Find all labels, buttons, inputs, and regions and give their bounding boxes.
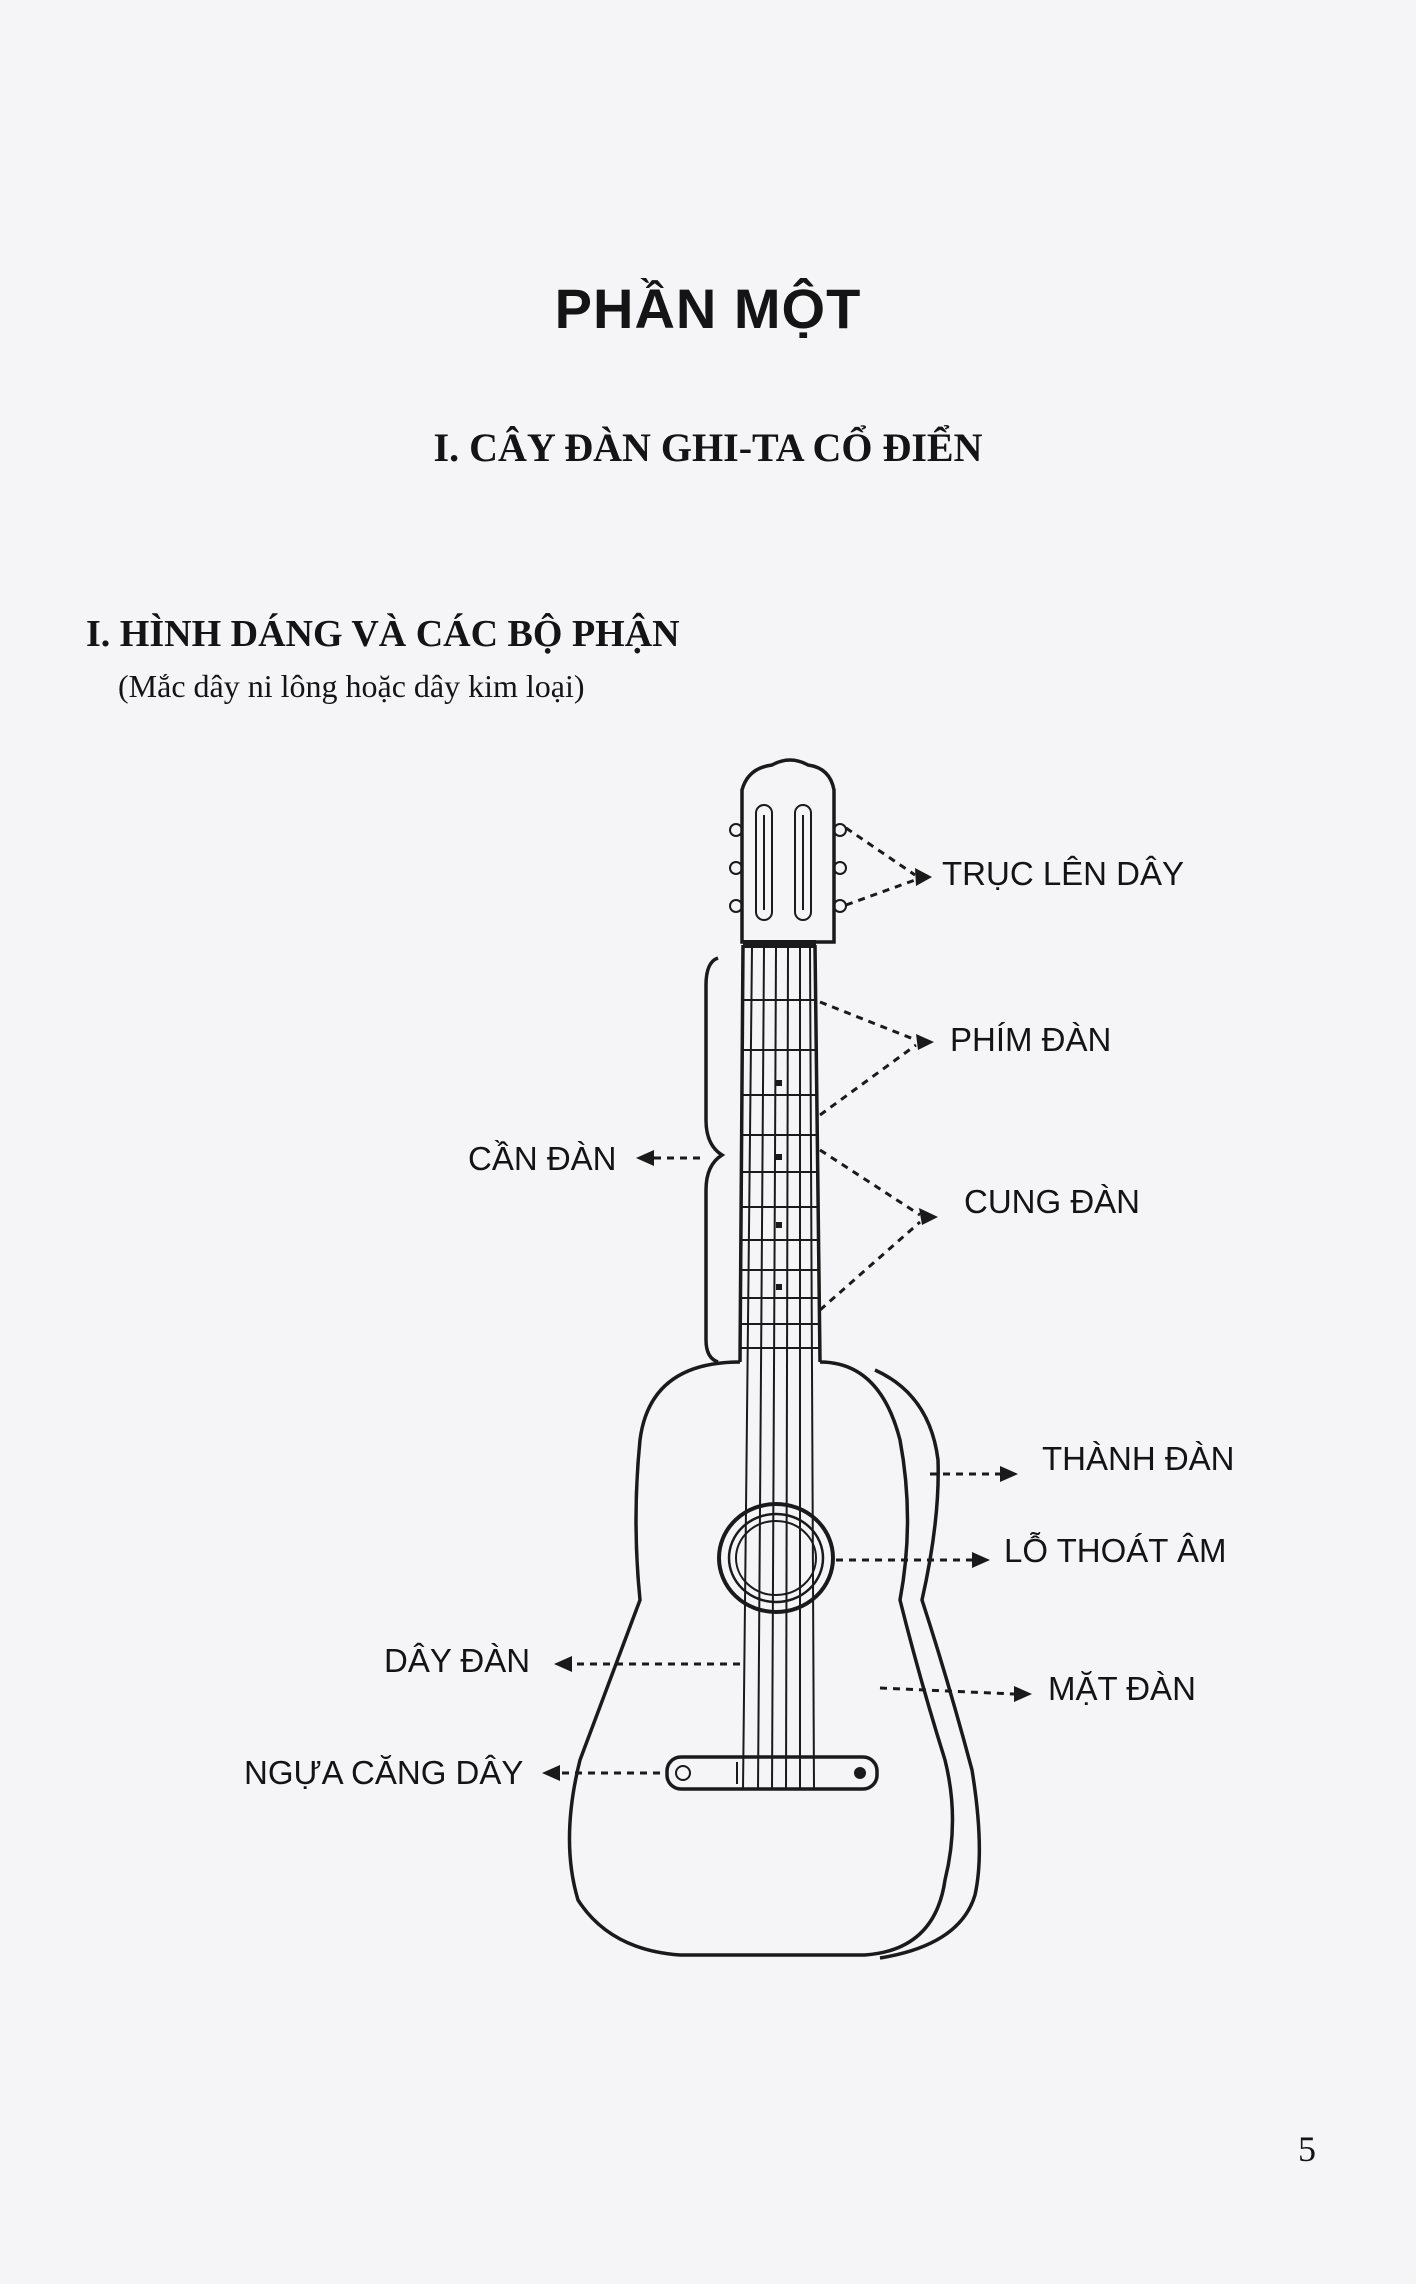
guitar-headstock (729, 758, 847, 944)
label-strings: DÂY ĐÀN (384, 1642, 530, 1679)
bridge (665, 1755, 879, 1791)
guitar-neck (738, 940, 822, 1363)
label-neck: CẦN ĐÀN (468, 1140, 617, 1177)
guitar-strings (742, 947, 815, 1791)
chapter-title: I. CÂY ĐÀN GHI-TA CỔ ĐIỂN (433, 425, 983, 470)
label-tuning-pegs: TRỤC LÊN DÂY (942, 855, 1184, 892)
label-sound-hole: LỖ THOÁT ÂM (1004, 1532, 1227, 1569)
fret-lines (740, 999, 820, 1349)
label-frets: PHÍM ĐÀN (950, 1021, 1111, 1058)
section-title: I. HÌNH DÁNG VÀ CÁC BỘ PHẬN (86, 613, 680, 655)
fret-markers (776, 1080, 782, 1290)
sound-hole (717, 1502, 835, 1614)
page-number: 5 (1298, 2129, 1316, 2169)
part-title: PHẦN MỘT (554, 277, 862, 340)
guitar-body (567, 1360, 982, 1960)
label-leaders (542, 826, 1032, 1781)
label-sides: THÀNH ĐÀN (1042, 1440, 1235, 1477)
section-subtitle: (Mắc dây ni lông hoặc dây kim loại) (118, 668, 585, 704)
label-bridge: NGỰA CĂNG DÂY (244, 1754, 523, 1791)
label-top: MẶT ĐÀN (1048, 1670, 1196, 1707)
neck-brace (704, 956, 726, 1364)
label-fret-wires: CUNG ĐÀN (964, 1183, 1140, 1220)
